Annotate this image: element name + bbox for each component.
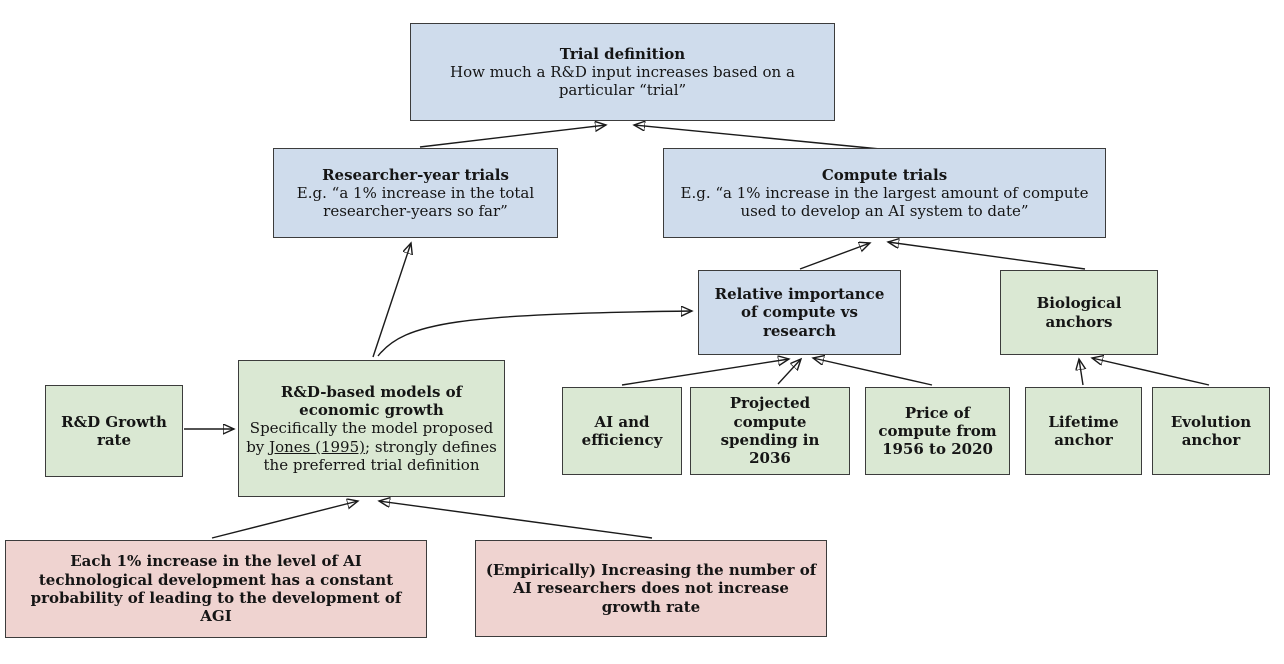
node-biological-anchors: Biological anchors [1000,270,1158,355]
node-title: Biological anchors [1036,294,1122,331]
node-title: R&D Growth rate [61,412,167,449]
edge-researcher-year-trials-to-trial-definition [419,125,606,148]
node-title: Projected compute spending in 2036 [720,394,820,468]
node-body: E.g. “a 1% increase in the total researc… [296,183,535,221]
node-price-of-compute: Price of compute from 1956 to 2020 [865,387,1010,475]
edge-ai-and-efficiency-to-relative-importance [621,359,789,386]
node-rd-models: R&D-based models of economic growth Spec… [238,360,505,497]
jones-1995-link[interactable]: Jones (1995) [269,437,365,456]
edge-price-of-compute-to-relative-importance [813,358,933,386]
node-text: Each 1% increase in the level of AI tech… [30,552,402,626]
edge-rd-models-to-researcher-year-trials [372,243,411,358]
edge-researchers-growth-to-rd-models [379,501,653,539]
node-body: Specifically the model proposed by Jones… [245,419,498,474]
edge-biological-anchors-to-compute-trials [888,242,1086,270]
node-researcher-year-trials: Researcher-year trials E.g. “a 1% increa… [273,148,558,238]
edge-compute-trials-to-trial-definition [634,125,881,150]
node-compute-trials: Compute trials E.g. “a 1% increase in th… [663,148,1106,238]
node-title: Price of compute from 1956 to 2020 [878,403,997,459]
node-relative-importance: Relative importance of compute vs resear… [698,270,901,355]
edge-evolution-anchor-to-biological-anchors [1092,358,1210,386]
node-title: Evolution anchor [1170,412,1252,449]
edge-relative-importance-to-compute-trials [799,243,870,270]
node-text: (Empirically) Increasing the number of A… [485,561,817,616]
node-researchers-growth-rate: (Empirically) Increasing the number of A… [475,540,827,637]
edge-rd-models-to-relative-importance [377,311,692,357]
node-ai-and-efficiency: AI and efficiency [562,387,682,475]
node-evolution-anchor: Evolution anchor [1152,387,1270,475]
edge-lifetime-anchor-to-biological-anchors [1079,359,1083,386]
edge-projected-compute-to-relative-importance [777,359,801,385]
node-lifetime-anchor: Lifetime anchor [1025,387,1142,475]
node-title: R&D-based models of economic growth [280,382,463,420]
node-projected-compute-spending: Projected compute spending in 2036 [690,387,850,475]
node-body: E.g. “a 1% increase in the largest amoun… [680,183,1089,221]
node-title: Trial definition [559,44,686,63]
node-body: How much a R&D input increases based on … [450,62,795,100]
node-agi-constant-probability: Each 1% increase in the level of AI tech… [5,540,427,638]
node-trial-definition: Trial definition How much a R&D input in… [410,23,835,121]
node-title: Compute trials [821,165,948,184]
node-title: Lifetime anchor [1048,412,1119,449]
edge-agi-probability-to-rd-models [211,501,358,539]
node-title: Researcher-year trials [322,165,509,184]
node-body-text: ; strongly defines the preferred trial d… [263,437,497,474]
node-rd-growth-rate: R&D Growth rate [45,385,183,477]
node-title: Relative importance of compute vs resear… [714,285,885,340]
node-body-text: Specifically the model proposed by [246,419,494,456]
node-title: AI and efficiency [581,412,663,449]
